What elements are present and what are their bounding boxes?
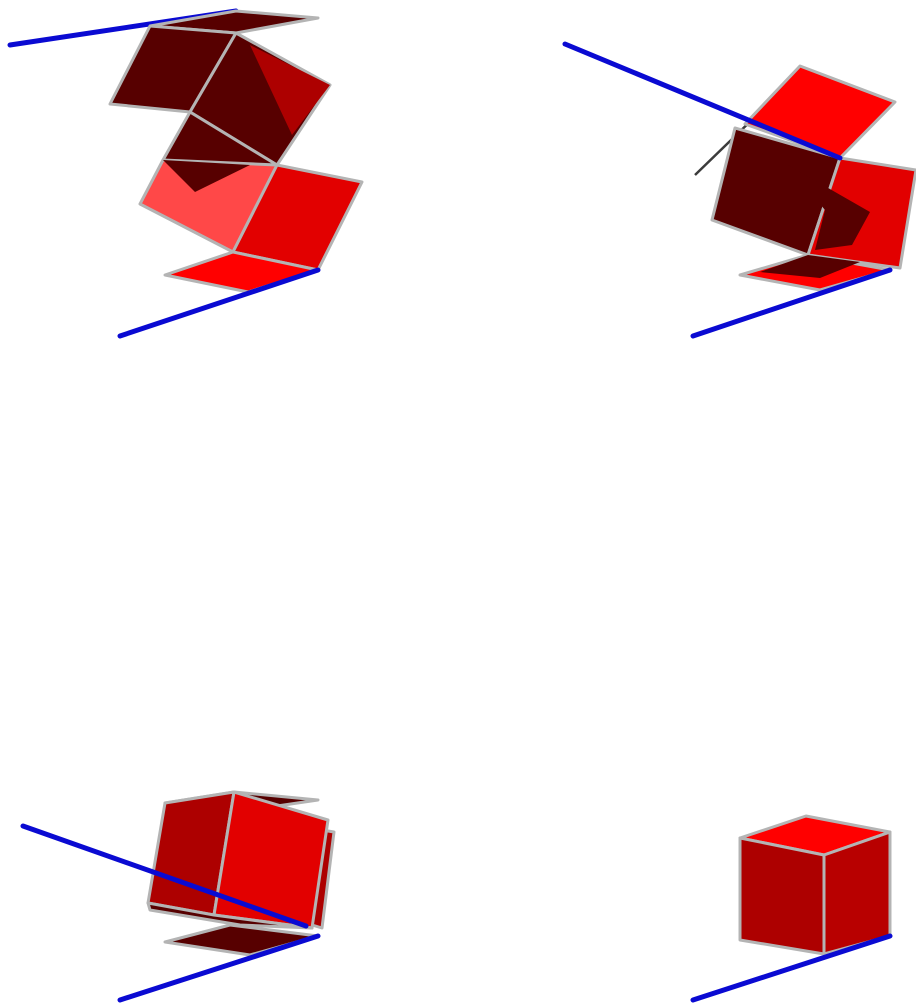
panel-bottom-left [20, 790, 336, 1003]
axis-line-lower [690, 267, 893, 339]
panel-top-left [7, 8, 364, 339]
axis-line-upper [562, 41, 843, 161]
net-face-upper-right-shade [250, 45, 330, 135]
near-face-lower [146, 901, 314, 930]
cube-face-left [738, 836, 826, 956]
panel-top-right [562, 41, 916, 339]
panel-bottom-right [690, 814, 893, 1003]
net-face-lower-left-shadow [163, 160, 250, 192]
near-face-right [212, 790, 330, 930]
fold-face-bottom-shadow [760, 255, 860, 278]
cube-face-right [822, 830, 892, 956]
near-face-bottom [163, 923, 320, 957]
fold-face-right-shade [788, 165, 870, 250]
axis-line-lower [117, 267, 321, 339]
axis-line-upper [20, 823, 309, 929]
axis-line-lower [117, 933, 321, 1003]
axis-line-lower [690, 933, 893, 1003]
